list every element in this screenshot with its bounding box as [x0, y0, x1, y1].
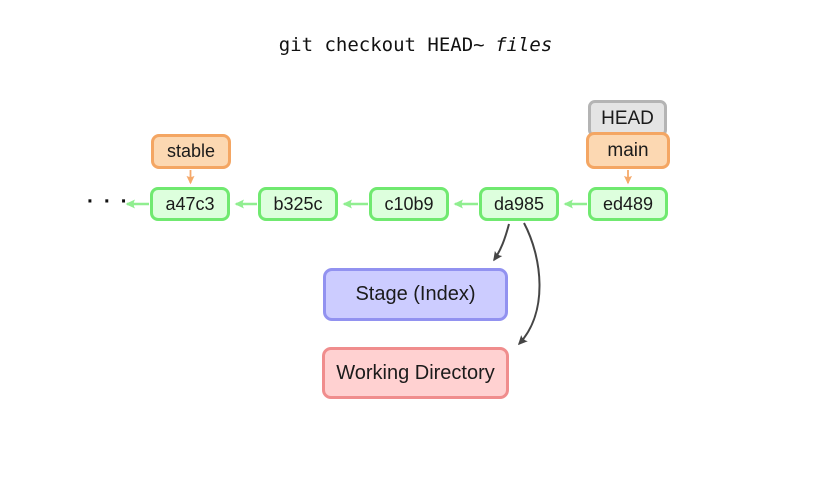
stable-branch-label: stable [166, 141, 216, 161]
head-ref-box: HEAD [588, 100, 667, 137]
older-history-ellipsis: · · · [87, 190, 130, 213]
commit-node-a47c3: a47c3 [150, 187, 230, 221]
stage-index-box: Stage (Index) [323, 268, 508, 321]
stable-branch-box: stable [151, 134, 231, 169]
commit-node-b325c: b325c [258, 187, 338, 221]
commit-node-ed489: ed489 [588, 187, 668, 221]
commit-id-label: c10b9 [384, 193, 434, 214]
working-directory-box: Working Directory [322, 347, 509, 399]
commit-id-label: ed489 [602, 193, 654, 214]
main-branch-box: main [586, 132, 670, 169]
title-argument: files [495, 34, 553, 56]
main-branch-label: main [607, 139, 649, 161]
commit-id-label: da985 [493, 193, 545, 214]
diagram-title: git checkout HEAD~ files [0, 34, 831, 56]
head-ref-label: HEAD [601, 107, 654, 129]
commit-id-label: a47c3 [165, 193, 215, 214]
checkout-arrow-da985-to-working-directory [517, 222, 541, 346]
stage-index-label: Stage (Index) [355, 283, 476, 305]
commit-id-label: b325c [273, 193, 323, 214]
checkout-arrow-da985-to-stage [493, 223, 510, 262]
commit-node-da985: da985 [479, 187, 559, 221]
working-directory-label: Working Directory [336, 361, 495, 384]
title-command: git checkout HEAD~ [278, 34, 485, 56]
commit-node-c10b9: c10b9 [369, 187, 449, 221]
